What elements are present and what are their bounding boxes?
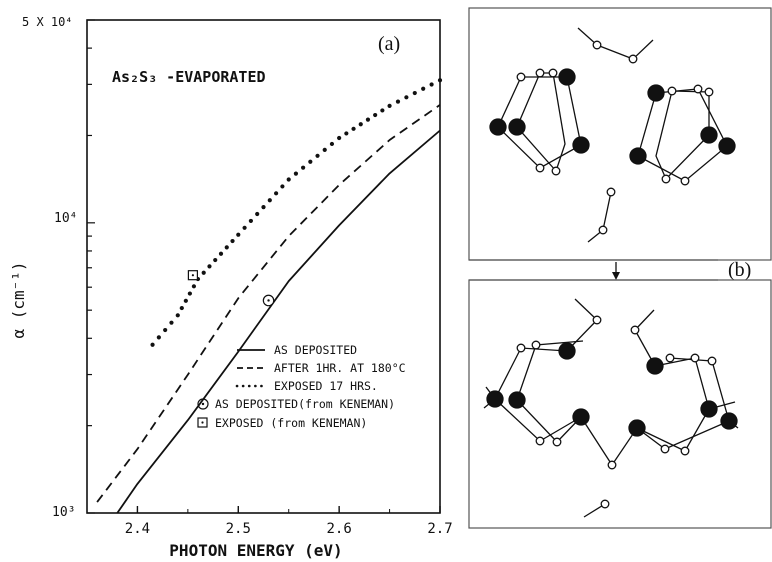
lower-right-ring [607,309,739,470]
series-point-exposed [329,141,335,147]
x-tick-label-2: 2.6 [326,521,351,537]
x-ticks: 2.4 2.5 2.6 2.7 [86,506,453,537]
lower-bottom-fragment [583,499,610,518]
series-line-as-deposited [116,129,441,514]
series-point-exposed [187,291,192,296]
series-point-exposed [150,342,155,347]
series-point-exposed [286,177,291,182]
legend-label-2: EXPOSED 17 HRS. [274,379,378,393]
series-point-exposed [163,327,168,333]
upper-bottom-fragment [587,187,616,243]
series-point-exposed [412,90,417,96]
legend-label-4: EXPOSED (from KENEMAN) [215,416,367,430]
series-point-exposed [380,108,385,113]
series-point-exposed [274,191,279,196]
series-line-annealed [96,104,441,503]
series-point-exposed [421,86,426,91]
plot-frame [86,19,441,514]
x-tick-label-0: 2.4 [125,521,150,537]
series-point-exposed [337,135,342,141]
series-point-exposed [308,159,313,164]
series-point-exposed [169,320,174,325]
series-point-exposed [261,205,266,210]
transition-arrow-icon [612,272,620,280]
panel-b: (b) [468,7,772,529]
series-point-exposed [429,82,434,87]
legend-marker-circle-dot [201,402,205,406]
legend-marker-square [197,417,208,428]
upper-left-ring [489,68,590,176]
series-point-exposed [365,117,371,122]
series-point-exposed [183,298,188,303]
y-tick-label-bottom: 10³ [52,505,75,520]
legend-marker-circle [197,398,209,410]
panel-b-label: (b) [728,259,751,281]
legend-label-0: AS DEPOSITED [274,343,357,357]
series-point-exposed [293,171,299,176]
y-ticks [87,19,95,514]
y-tick-label-mid: 10⁴ [54,211,77,226]
series-point-exposed [267,198,272,203]
series-point-exposed [242,225,247,230]
series-point-exposed [207,264,212,269]
legend-label-3: AS DEPOSITED(from KENEMAN) [215,397,395,411]
chart-title: As₂S₃ -EVAPORATED [112,68,266,86]
series-point-exposed [373,112,378,118]
y-tick-label-top: 5 X 10⁴ [22,15,73,29]
series-point-exposed [191,284,197,289]
series-point-exposed [315,153,320,158]
markers-layer [187,270,275,307]
series-point-exposed [301,165,306,170]
series-point-exposed [404,95,409,100]
series-point-exposed [395,99,401,104]
upper-right-ring [629,84,736,186]
series-point-exposed [236,232,241,237]
x-axis-label: PHOTON ENERGY (eV) [169,541,342,560]
series-point-exposed [248,218,253,224]
series-point-exposed [387,103,392,108]
lower-left-ring [483,298,613,466]
series-point-exposed [213,257,218,263]
legend: AS DEPOSITED AFTER 1HR. AT 180°C EXPOSED… [197,343,406,430]
series-point-exposed [351,126,356,131]
series-point-exposed [255,211,260,217]
series-point-exposed [218,251,224,256]
series-point-exposed [201,270,206,275]
marker-keneman-exposed-dot [191,274,194,277]
series-point-exposed [179,305,184,311]
x-tick-label-1: 2.5 [226,521,251,537]
legend-label-1: AFTER 1HR. AT 180°C [274,361,406,375]
series-point-exposed [230,238,235,244]
series-point-exposed [175,313,180,318]
legend-marker-square-dot [201,421,204,424]
series-point-exposed [437,78,443,83]
marker-keneman-deposited-dot [267,299,270,302]
series-point-exposed [224,245,229,250]
series-point-exposed [322,147,327,152]
series-layer [96,78,443,514]
upper-top-fragment [577,27,654,64]
series-point-exposed [358,122,363,127]
panel-a: 5 X 10⁴ 10⁴ 10³ α (cm⁻¹) PHOTON ENERGY (… [9,15,453,560]
x-tick-label-3: 2.7 [427,521,452,537]
series-point-exposed [156,335,161,340]
series-point-exposed [344,131,349,136]
series-point-exposed [280,184,285,189]
panel-a-label: (a) [378,33,400,55]
y-axis-label: α (cm⁻¹) [9,261,28,338]
